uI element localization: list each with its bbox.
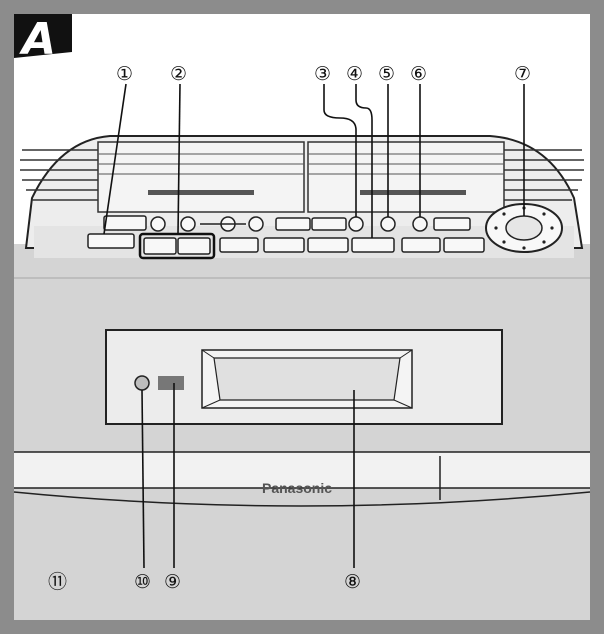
- lower-band: [14, 452, 590, 488]
- cassette-slot-right: [360, 190, 466, 195]
- right-vent-grille: [504, 149, 584, 201]
- panel-letter-badge: [14, 14, 72, 58]
- cassette-deck-right: [307, 141, 505, 213]
- callout-9: ⑨: [164, 571, 181, 593]
- upper-button-3[interactable]: [311, 217, 347, 231]
- upper-button-1[interactable]: [103, 215, 147, 231]
- upper-button-2[interactable]: [275, 217, 311, 231]
- leader-3: [323, 84, 357, 217]
- leader-lines: [103, 83, 525, 569]
- upper-button-4[interactable]: [433, 217, 471, 231]
- leader-10: [141, 389, 145, 569]
- leader-4: [355, 84, 373, 238]
- callout-11: ⑪: [48, 571, 67, 593]
- power-indicator: [134, 375, 150, 391]
- callout-5: ⑤: [378, 63, 395, 85]
- knob-6[interactable]: [380, 216, 396, 232]
- lower-button-7[interactable]: [351, 237, 395, 253]
- deck-lines: [98, 153, 504, 175]
- lower-button-6[interactable]: [307, 237, 349, 253]
- lower-button-8[interactable]: [401, 237, 441, 253]
- callout-4: ④: [346, 63, 363, 85]
- lower-button-4[interactable]: [219, 237, 259, 253]
- callout-7: ⑦: [514, 63, 531, 85]
- left-vent-grille: [20, 149, 98, 201]
- remote-sensor: [158, 376, 184, 390]
- lower-button-2[interactable]: [143, 237, 177, 255]
- lower-button-3[interactable]: [177, 237, 211, 255]
- lower-button-5[interactable]: [263, 237, 305, 253]
- highlight-box: [138, 232, 216, 260]
- knob-1[interactable]: [150, 216, 166, 232]
- cassette-slot-left: [148, 190, 254, 195]
- lower-button-9[interactable]: [443, 237, 485, 253]
- panel-letter: A: [19, 14, 56, 65]
- callout-6: ⑥: [410, 63, 427, 85]
- leader-1: [103, 83, 127, 235]
- brand-logo: Panasonic: [262, 480, 332, 496]
- display-screen: [213, 357, 401, 401]
- callout-1: ①: [116, 63, 133, 85]
- callout-10: ⑩: [134, 571, 151, 593]
- knob-5[interactable]: [348, 216, 364, 232]
- knob-4[interactable]: [248, 216, 264, 232]
- jog-dial-center[interactable]: [505, 215, 543, 241]
- callout-8: ⑧: [344, 571, 361, 593]
- device-body: [14, 244, 590, 620]
- knob-2[interactable]: [180, 216, 196, 232]
- leader-2: [177, 83, 181, 235]
- cassette-deck-left: [97, 141, 305, 213]
- knob-7[interactable]: [412, 216, 428, 232]
- callout-2: ②: [170, 63, 187, 85]
- callout-3: ③: [314, 63, 331, 85]
- lower-button-1[interactable]: [87, 233, 135, 249]
